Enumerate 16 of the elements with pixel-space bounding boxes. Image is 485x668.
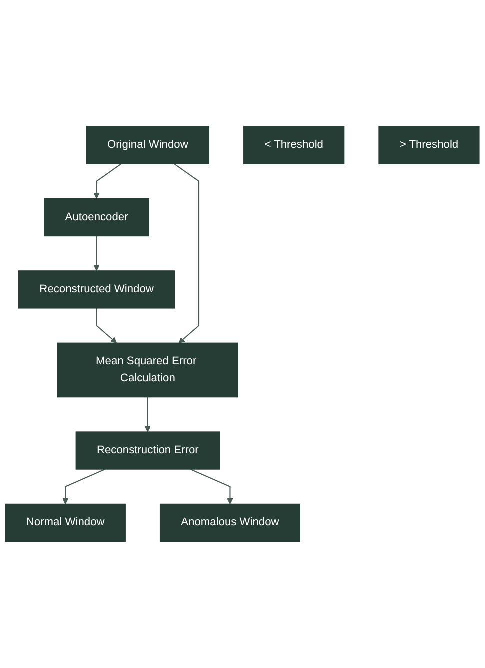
- arrow: [94, 236, 100, 272]
- arrow: [144, 397, 151, 432]
- node-box: Autoencoder: [44, 198, 150, 236]
- node-box: > Threshold: [378, 126, 480, 164]
- arrow: [96, 308, 118, 344]
- arrow: [174, 163, 200, 344]
- node-box: Reconstructed Window: [18, 270, 176, 309]
- node-box: Anomalous Window: [160, 504, 300, 542]
- node-box: Normal Window: [5, 504, 126, 542]
- arrow: [190, 468, 234, 504]
- node-box: < Threshold: [244, 126, 345, 164]
- node-box: Original Window: [86, 126, 210, 164]
- node-box: Reconstruction Error: [76, 432, 220, 470]
- arrow: [94, 163, 122, 199]
- node-box: Mean Squared Error Calculation: [57, 342, 238, 398]
- arrow: [62, 468, 106, 504]
